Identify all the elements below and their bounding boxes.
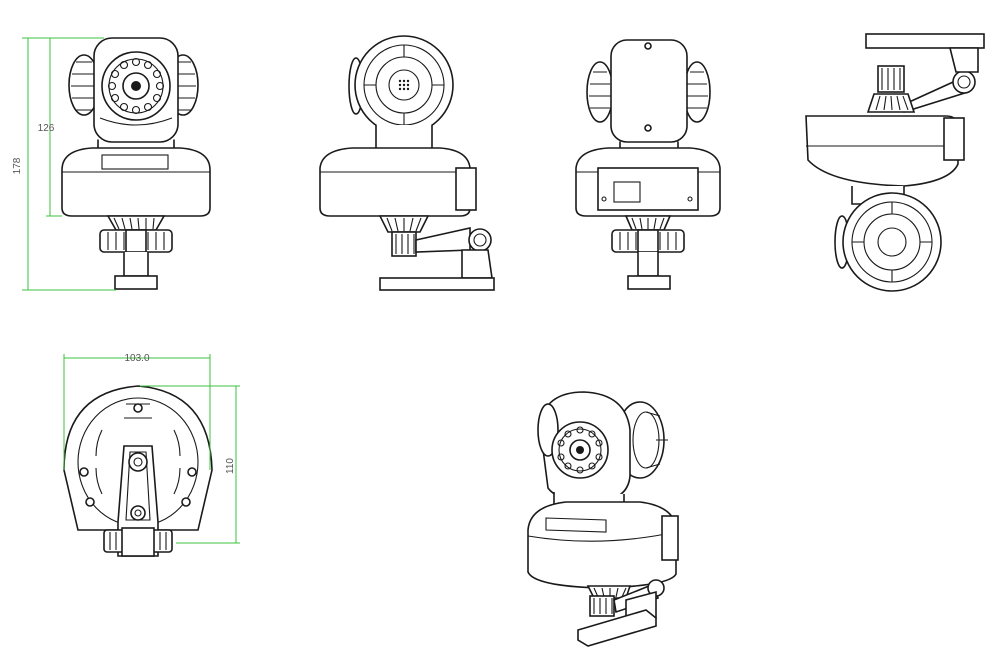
dim-total-height-text: 178 — [12, 157, 23, 174]
bottom-view — [63, 385, 213, 557]
ir-led-ring — [107, 57, 165, 115]
dim-head-height-text: 126 — [38, 123, 55, 134]
dimension-bottom-width: 103.0 — [63, 353, 211, 470]
side-view — [319, 35, 495, 291]
dimension-head-height: 126 — [38, 38, 62, 217]
mic-holes — [398, 79, 410, 91]
dimension-bottom-height: 110 — [140, 385, 240, 544]
isometric-view — [527, 391, 679, 647]
ir-led-ring-iso — [557, 426, 603, 474]
back-view — [575, 39, 721, 290]
dim-bottom-height-text: 110 — [225, 458, 236, 474]
ceiling-view — [805, 33, 985, 292]
dimension-total-height: 178 — [12, 37, 116, 291]
front-view — [61, 37, 211, 290]
dim-bottom-width-text: 103.0 — [124, 353, 149, 364]
